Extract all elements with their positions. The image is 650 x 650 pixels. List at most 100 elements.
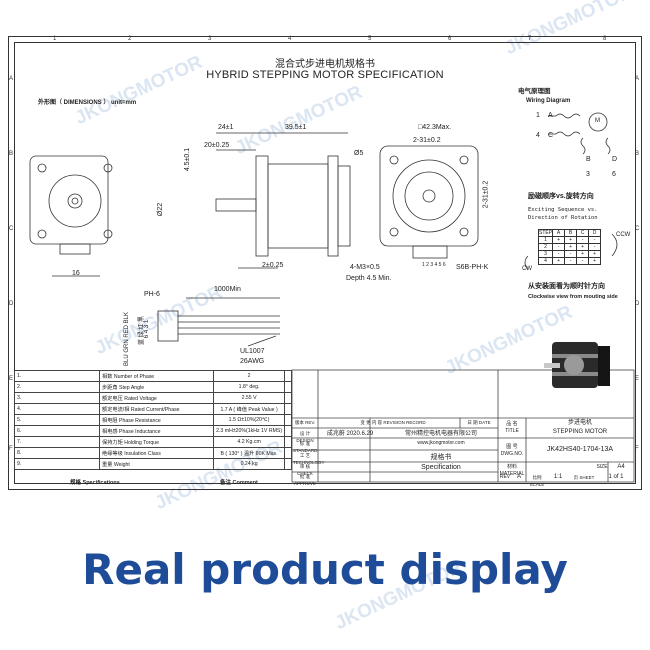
lead-length: 1000Min: [214, 286, 241, 293]
dim-20: 20±0.25: [204, 142, 230, 149]
seq-cell: +: [588, 257, 602, 265]
seq-cell: -: [552, 243, 566, 251]
tb-dwg-label: 图 号 DWG.NO.: [500, 444, 524, 457]
dim-5: Ø5: [354, 150, 364, 157]
seq-cell: +: [576, 250, 590, 258]
seq-cell: -: [576, 236, 590, 244]
seq-cell: +: [552, 257, 566, 265]
spec-number: 5.: [14, 414, 100, 426]
seq-header: C: [576, 229, 590, 237]
spec-label: 重量 Weight: [98, 458, 215, 470]
tb-material-label: 材料 MATERIAL: [499, 464, 525, 477]
tb-standard-label: 标 准 STANDARD: [293, 441, 318, 453]
seq-header: B: [564, 229, 578, 237]
spec-comment: [284, 458, 292, 470]
tb-rev: A: [516, 474, 521, 480]
sheet-frame: [8, 36, 642, 490]
titleblock-lines: [291, 369, 635, 483]
spec-value: B ( 130° ) 温升 80K Max.: [213, 447, 286, 459]
dim-2: 2±0.25: [262, 262, 284, 269]
sequence-heading-en: Exciting Sequence vs. Direction of Rotat…: [528, 207, 598, 221]
spec-number: 6.: [14, 425, 100, 437]
seq-header: A: [552, 229, 566, 237]
tb-approve-label: 批 准 APPROVE: [294, 474, 316, 486]
seq-cell: -: [588, 236, 602, 244]
spec-value: 1.5 Ω±10%(20℃): [213, 414, 286, 426]
rear-view: [379, 145, 479, 259]
sheet-inner-frame: [14, 42, 636, 484]
row-letter: B: [9, 151, 14, 157]
comment-footer-label: 备注 Comment: [220, 480, 258, 486]
seq-cell: -: [564, 257, 578, 265]
spec-table: 1. 相数 Number of Phase 2 2. 步距角 Step Angl…: [14, 370, 292, 470]
column-number: 3: [208, 36, 212, 42]
spec-comment: [284, 381, 292, 393]
tb-title-en: STEPPING MOTOR: [552, 429, 608, 435]
column-number: 2: [128, 36, 132, 42]
tb-sheet: 1 of 1: [608, 474, 624, 480]
spec-number: 9.: [14, 458, 100, 470]
row-letter: E: [9, 376, 14, 382]
tb-designer: 成兆蔚 2020.6.29: [326, 431, 374, 437]
spec-number: 3.: [14, 392, 100, 404]
dim-depth: Depth 4.5 Min.: [346, 275, 392, 282]
spec-row: 9. 重量 Weight 0.24 kg: [14, 458, 292, 470]
dim-m3: 4-M3×0.5: [350, 264, 380, 271]
tb-rev-label: REV: [499, 474, 511, 480]
spec-number: 8.: [14, 447, 100, 459]
spec-value: 2.55 V: [213, 392, 286, 404]
spec-comment: [284, 447, 292, 459]
row-letter: F: [635, 446, 639, 452]
column-number: 8: [603, 36, 607, 42]
spec-comment: [284, 392, 292, 404]
spec-row: 8. 绝缘等级 Insulation Class B ( 130° ) 温升 8…: [14, 447, 292, 459]
spec-number: 7.: [14, 436, 100, 448]
dim-4-5: 4.5±0.1: [184, 147, 192, 172]
seq-cell: +: [576, 243, 590, 251]
tb-dwg-no: JK42HS40-1704-13A: [546, 446, 614, 453]
dim-31-top: 2-31±0.2: [413, 137, 441, 144]
dimensions-label: 外形图（ DIMENSIONS ） unit=mm: [38, 100, 137, 106]
row-letter: B: [635, 151, 640, 157]
tb-title-cn: 步进电机: [567, 420, 592, 426]
motor-symbol: M: [595, 118, 600, 124]
spec-label: 保持力矩 Holding Torque: [98, 436, 215, 448]
cw-label: CW: [522, 266, 532, 272]
tb-tech-label: 工 艺 TECHNOLOGY: [293, 453, 325, 465]
spec-number: 1.: [14, 370, 100, 382]
dim-31-side: 2-31±0.2: [482, 180, 490, 209]
seq-cell: -: [576, 257, 590, 265]
spec-footer-label: 规格 Specifications: [70, 480, 120, 486]
product-caption: Real product display: [82, 545, 568, 594]
seq-header: STEP: [537, 229, 554, 237]
tb-scale-label: 比例 SCALE: [529, 475, 545, 487]
spec-row: 6. 相电感 Phase Inductance 2.3 mH±20%(1kHz …: [14, 425, 292, 437]
spec-sheet: 1 2 3 4 5 6 7 8 A B C D E F A B C D E F …: [8, 36, 642, 490]
wiring-label: 1: [536, 112, 540, 119]
tb-spec-cn: 规格书: [430, 454, 452, 461]
motor-photo: [544, 342, 610, 388]
tb-title-label: 品 名 TITLE: [505, 421, 519, 434]
dim-22: Ø22: [157, 202, 165, 217]
seq-cell: 2: [537, 243, 554, 251]
title-english: HYBRID STEPPING MOTOR SPECIFICATION: [206, 69, 444, 81]
column-number: 6: [448, 36, 452, 42]
spec-row: 2. 步距角 Step Angle 1.8° deg.: [14, 381, 292, 393]
spec-comment: [284, 425, 292, 437]
tb-spec-en: Specification: [421, 464, 461, 471]
spec-value: 2: [213, 370, 286, 382]
spec-value: 1.8° deg.: [213, 381, 286, 393]
spec-label: 额定电压 Rated Voltage: [98, 392, 215, 404]
row-letter: D: [635, 301, 640, 307]
side-view: [215, 132, 351, 269]
spec-value: 4.2 Kg.cm: [213, 436, 286, 448]
spec-label: 相电阻 Phase Resistance: [98, 414, 215, 426]
row-letter: A: [635, 76, 640, 82]
spec-number: 2.: [14, 381, 100, 393]
front-view: [29, 155, 113, 277]
connector-label: S6B-PH-K: [456, 264, 489, 271]
row-letter: D: [9, 301, 14, 307]
dim-39-5: 39.5±1: [285, 124, 307, 131]
view-heading-cn: 从安装面看为顺时针方向: [528, 283, 605, 290]
cable-gauge: 26AWG: [240, 358, 265, 365]
